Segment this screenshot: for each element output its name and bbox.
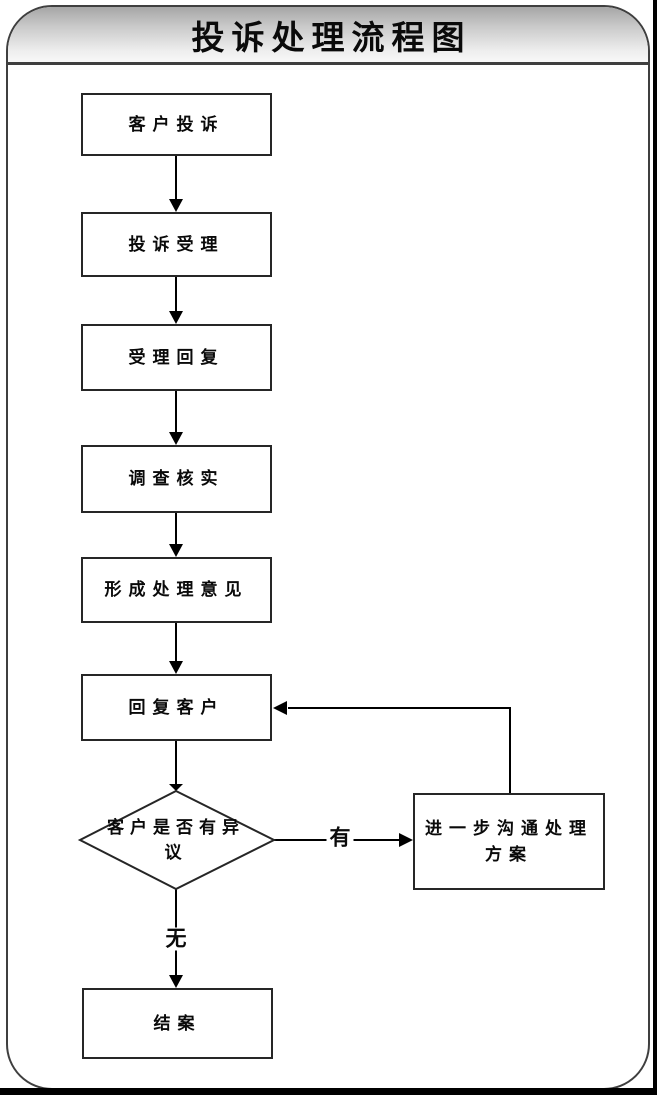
page-title: 投诉处理流程图 bbox=[191, 18, 472, 56]
node-label: 受理回复 bbox=[128, 347, 225, 367]
flowchart-frame: 投诉处理流程图 bbox=[6, 5, 650, 1090]
node-label: 进一步沟通处理方案 bbox=[425, 818, 593, 864]
flow-node-form-handling-opinion: 形成处理意见 bbox=[81, 557, 272, 623]
arrowhead-loopback bbox=[273, 701, 287, 715]
edge-label-no: 无 bbox=[162, 927, 190, 951]
flow-node-acceptance-reply: 受理回复 bbox=[81, 324, 272, 391]
node-label: 结案 bbox=[153, 1013, 202, 1033]
node-label: 投诉受理 bbox=[128, 234, 225, 254]
arrowhead-no bbox=[169, 975, 183, 988]
arrowhead-6 bbox=[169, 784, 183, 791]
flow-node-customer-complaint: 客户投诉 bbox=[81, 93, 272, 156]
edge-label-yes: 有 bbox=[326, 826, 354, 850]
flow-node-further-communication: 进一步沟通处理方案 bbox=[413, 793, 605, 890]
scan-edge-bottom bbox=[0, 1088, 657, 1095]
flow-node-complaint-acceptance: 投诉受理 bbox=[81, 212, 272, 277]
arrowhead-3 bbox=[169, 432, 183, 445]
loopback-line bbox=[288, 707, 511, 793]
title-band: 投诉处理流程图 bbox=[8, 7, 648, 65]
flow-node-customer-objection: 客户是否有异议 bbox=[97, 791, 255, 889]
flow-node-close-case: 结案 bbox=[82, 988, 273, 1059]
node-label: 回复客户 bbox=[128, 697, 225, 717]
scan-edge-right bbox=[653, 0, 657, 1095]
node-label: 调查核实 bbox=[128, 469, 225, 488]
flow-node-investigation-verify: 调查核实 bbox=[81, 445, 272, 513]
arrowhead-5 bbox=[169, 661, 183, 674]
node-label: 客户是否有异议 bbox=[107, 818, 245, 862]
flow-node-reply-customer: 回复客户 bbox=[81, 674, 272, 741]
decision-diamond-shape bbox=[77, 789, 277, 891]
node-label: 形成处理意见 bbox=[104, 580, 249, 599]
arrowhead-1 bbox=[169, 199, 183, 212]
arrowhead-4 bbox=[169, 544, 183, 557]
arrowhead-yes bbox=[399, 833, 413, 847]
arrowhead-2 bbox=[169, 311, 183, 324]
node-label: 客户投诉 bbox=[128, 114, 225, 134]
